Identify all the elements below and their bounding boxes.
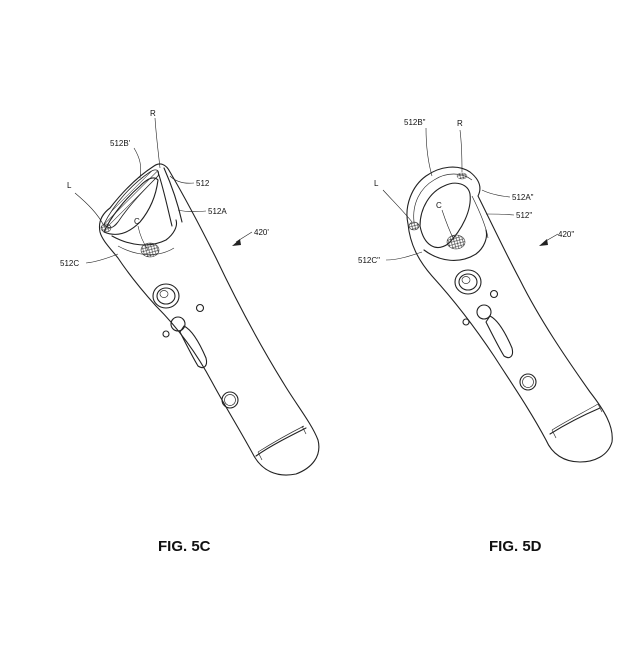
label-512c-double-prime: 512C"	[358, 256, 380, 265]
ref-arrow-5d	[539, 233, 559, 246]
controller-body-5d	[406, 166, 613, 463]
figure-caption-5c: FIG. 5C	[158, 538, 211, 555]
label-r: R	[457, 119, 463, 128]
label-420-double-prime: 420"	[558, 230, 574, 239]
label-512-double-prime: 512"	[516, 211, 532, 220]
leaders-5d	[382, 127, 515, 261]
label-c: C	[436, 201, 442, 210]
label-c: C	[134, 217, 140, 226]
label-r: R	[150, 109, 156, 118]
label-512b-prime: 512B'	[110, 139, 131, 148]
controller-body-5c	[98, 163, 320, 476]
label-512c: 512C	[60, 259, 79, 268]
label-512: 512	[196, 179, 210, 188]
label-420-prime: 420'	[254, 228, 269, 237]
label-512a: 512A	[208, 207, 227, 216]
leaders-5c	[74, 117, 207, 264]
figure-5c: R 512B' 512 L C 512A 512C 420' FIG. 5C	[60, 109, 320, 555]
ref-arrow-5c	[232, 231, 253, 246]
label-l: L	[374, 179, 379, 188]
figure-5d: 512B" R 512A" L C 512" 512C" 420" FIG. 5…	[358, 118, 613, 555]
label-l: L	[67, 181, 72, 190]
label-512b-double-prime: 512B"	[404, 118, 426, 127]
label-512a-double-prime: 512A"	[512, 193, 534, 202]
figure-caption-5d: FIG. 5D	[489, 538, 542, 555]
